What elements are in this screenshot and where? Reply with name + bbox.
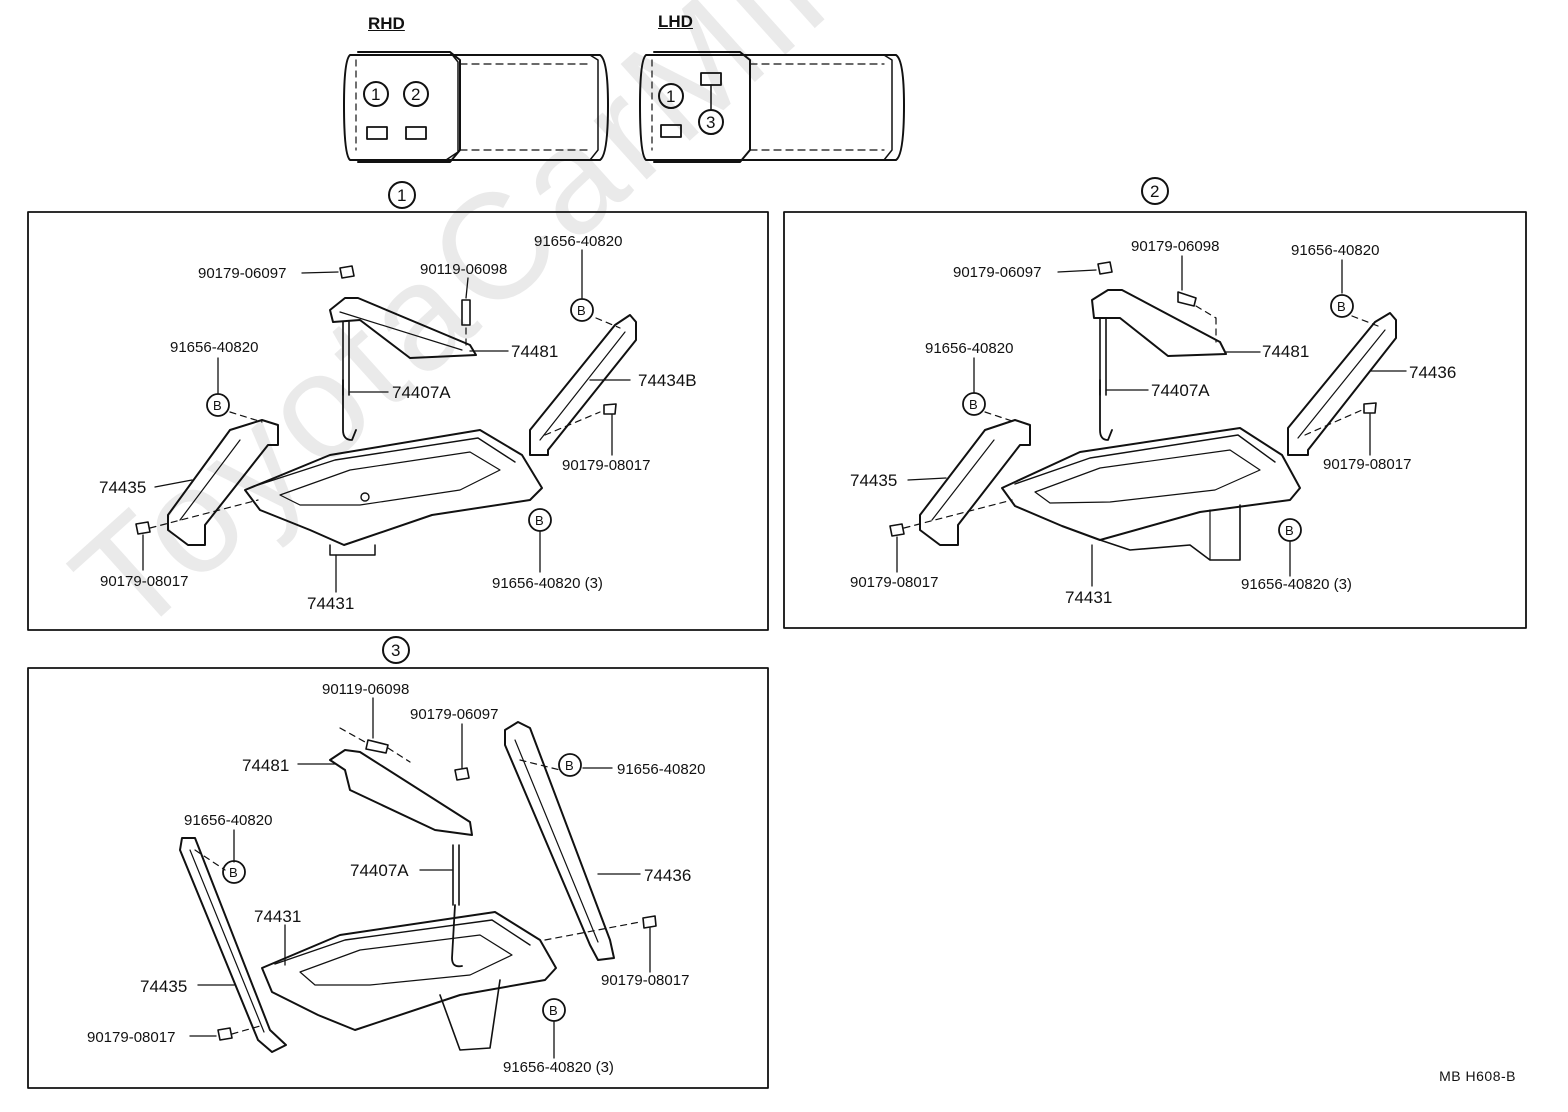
- p2-brace-left-label: 74435: [850, 471, 898, 490]
- p3-brace-left-label: 74435: [140, 977, 188, 996]
- rhd-marker-1: 1: [371, 85, 381, 104]
- p3-b-symbol-3: B: [549, 1003, 558, 1018]
- battery-tray: [1001, 427, 1301, 541]
- p3-rod-label: 74407A: [350, 861, 409, 880]
- p3-b-symbol-2: B: [229, 865, 238, 880]
- p1-bolt-b-bottom-label: 91656-40820 (3): [492, 575, 603, 592]
- p2-b-symbol-3: B: [1285, 523, 1294, 538]
- panel-1-parts: [135, 249, 637, 593]
- lhd-vehicle-outline: [639, 51, 905, 163]
- panel-2-parts: [889, 255, 1407, 587]
- p1-b-symbol-3: B: [535, 513, 544, 528]
- p2-bolt-b-bottom-label: 91656-40820 (3): [1241, 576, 1352, 593]
- p1-bolt-b-right-label: 91656-40820: [534, 233, 623, 250]
- p3-bolt-b-left-label: 91656-40820: [184, 812, 273, 829]
- p2-rod-label: 74407A: [1151, 381, 1210, 400]
- p1-bolt-top-label: 90119-06098: [420, 261, 508, 278]
- p3-clamp-label: 74481: [242, 756, 290, 775]
- p1-clamp-label: 74481: [511, 342, 559, 361]
- left-brace: [167, 419, 279, 546]
- lhd-marker-1: 1: [666, 87, 676, 106]
- panel-3-marker: [382, 636, 410, 664]
- rhd-label: RHD: [368, 14, 405, 33]
- p1-nut-top-label: 90179-06097: [198, 265, 287, 282]
- left-brace: [179, 837, 287, 1053]
- p1-b-symbol-1: B: [577, 303, 586, 318]
- p3-b-symbol-1: B: [565, 758, 574, 773]
- p2-nut-top-label: 90179-06097: [953, 264, 1042, 281]
- p1-brace-right-label: 74434B: [638, 371, 697, 390]
- p2-b-symbol-1: B: [1337, 299, 1346, 314]
- right-brace: [529, 314, 637, 456]
- p1-tray-label: 74431: [307, 594, 355, 613]
- p2-brace-right-label: 74436: [1409, 363, 1457, 382]
- diagram-code: MB H608-B: [1439, 1068, 1516, 1084]
- p1-rod-label: 74407A: [392, 383, 451, 402]
- lhd-marker-3: 3: [706, 113, 716, 132]
- p1-brace-left-label: 74435: [99, 478, 147, 497]
- clamp-bar: [329, 749, 473, 836]
- p3-nut-top-label: 90179-06097: [410, 706, 499, 723]
- p3-tray-label: 74431: [254, 907, 302, 926]
- right-brace: [504, 721, 615, 961]
- left-brace: [919, 419, 1031, 546]
- panel-3-number: 3: [391, 641, 401, 660]
- p3-brace-right-label: 74436: [644, 866, 692, 885]
- p3-bolt-b-bottom-label: 91656-40820 (3): [503, 1059, 614, 1076]
- p3-bolt-b-right-label: 91656-40820: [617, 761, 706, 778]
- panel-1-frame: [27, 211, 769, 631]
- panel-3-parts: [179, 697, 657, 1059]
- panel-1-number: 1: [397, 186, 407, 205]
- p3-nut-right-label: 90179-08017: [601, 972, 690, 989]
- p2-bolt-b-right-label: 91656-40820: [1291, 242, 1380, 259]
- p1-bolt-b-left-label: 91656-40820: [170, 339, 259, 356]
- p2-bolt-top-label: 90179-06098: [1131, 238, 1220, 255]
- p1-nut-left-label: 90179-08017: [100, 573, 189, 590]
- panel-3-frame: [27, 667, 769, 1089]
- p2-nut-right-label: 90179-08017: [1323, 456, 1412, 473]
- clamp-bar: [1091, 289, 1227, 357]
- battery-tray: [261, 911, 557, 1031]
- clamp-bar: [329, 297, 477, 359]
- lhd-label: LHD: [658, 12, 693, 31]
- p1-nut-right-label: 90179-08017: [562, 457, 651, 474]
- rhd-vehicle-outline: [343, 51, 609, 163]
- p1-b-symbol-2: B: [213, 398, 222, 413]
- p2-b-symbol-2: B: [969, 397, 978, 412]
- panel-1-marker: [388, 181, 416, 209]
- battery-tray: [244, 429, 543, 546]
- p2-bolt-b-left-label: 91656-40820: [925, 340, 1014, 357]
- right-brace: [1287, 312, 1397, 456]
- rhd-marker-2: 2: [411, 85, 421, 104]
- panel-2-frame: [783, 211, 1527, 629]
- p2-tray-label: 74431: [1065, 588, 1113, 607]
- p3-bolt-top-label: 90119-06098: [322, 681, 410, 698]
- panel-2-number: 2: [1150, 182, 1160, 201]
- p3-nut-left-label: 90179-08017: [87, 1029, 176, 1046]
- p2-nut-left-label: 90179-08017: [850, 574, 939, 591]
- p2-clamp-label: 74481: [1262, 342, 1310, 361]
- panel-2-marker: [1141, 177, 1169, 205]
